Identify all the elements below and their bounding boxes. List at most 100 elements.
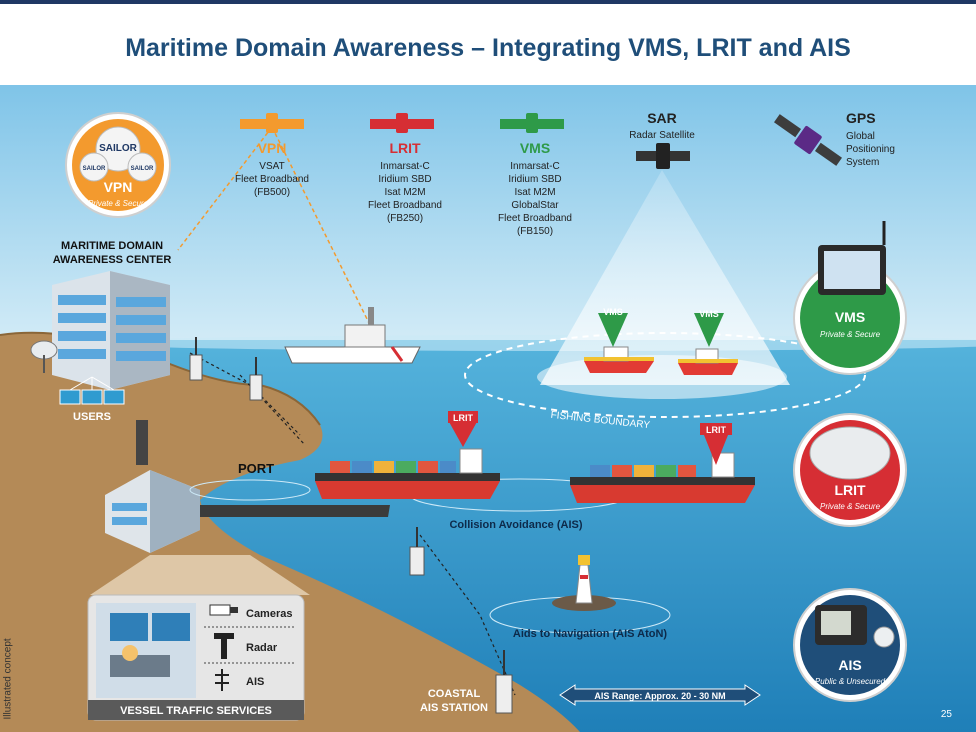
ais-antenna-icon — [215, 669, 229, 691]
mda-diagram: VPN VSAT Fleet Broadband (FB500) LRIT In… — [0, 85, 976, 732]
lrit-badge-label: LRIT — [834, 482, 866, 498]
cargo-ship — [315, 448, 500, 499]
lrit-sat-detail: Isat M2M — [384, 187, 425, 198]
radio-tower-icon — [189, 337, 203, 381]
awareness-center-label: MARITIME DOMAIN — [61, 240, 163, 252]
lrit-satellite-icon — [370, 113, 434, 133]
coast-guard-ship — [284, 307, 421, 364]
vms-sat-detail: Iridium SBD — [508, 174, 561, 185]
lighthouse-icon — [552, 555, 616, 611]
pier — [200, 505, 390, 517]
vms-pin — [598, 313, 628, 347]
awareness-center-building — [52, 271, 170, 390]
lrit-sat-detail: Iridium SBD — [378, 174, 431, 185]
ais-range-label: AIS Range: Approx. 20 - 30 NM — [594, 691, 725, 701]
vts-projection — [90, 555, 310, 595]
vms-tag: VMS — [699, 309, 719, 319]
vms-sat-detail: Inmarsat-C — [510, 161, 559, 172]
radar-label: Radar — [246, 642, 278, 654]
gps-detail: Global — [846, 131, 875, 142]
vms-pin — [694, 313, 724, 347]
link-line — [239, 374, 306, 446]
ais-label: AIS — [246, 676, 264, 688]
vms-sat-detail: GlobalStar — [511, 200, 559, 211]
vpn-link — [271, 126, 371, 326]
lrit-badge — [793, 413, 907, 527]
vpn-badge-brand-small: SAILOR — [131, 166, 154, 172]
vpn-link — [177, 126, 273, 251]
radio-tower-icon — [249, 357, 263, 401]
ais-range-arrow — [559, 684, 761, 706]
side-note: Illustrated concept — [2, 638, 14, 720]
port-label: PORT — [238, 461, 274, 476]
vms-badge — [793, 221, 907, 375]
radio-tower-icon — [495, 650, 513, 714]
page-number: 25 — [940, 709, 952, 720]
radar-icon — [214, 633, 234, 659]
cargo-ship — [570, 452, 755, 503]
lrit-tag-box — [448, 411, 478, 423]
vms-sat-detail: Fleet Broadband — [498, 213, 572, 224]
vts-panel — [87, 594, 305, 721]
vpn-badge-arc: Private & Secure — [88, 199, 149, 208]
lrit-sat-name: LRIT — [389, 140, 421, 156]
vms-sat-name: VMS — [520, 140, 550, 156]
vpn-satellite-icon — [240, 113, 304, 133]
vpn-badge-brand-small: SAILOR — [83, 166, 106, 172]
vpn-badge — [65, 112, 171, 218]
vms-badge-label: VMS — [835, 309, 865, 325]
coastal-station-label: AIS STATION — [420, 702, 488, 714]
vts-label: VESSEL TRAFFIC SERVICES — [120, 705, 272, 717]
fishing-vessel — [584, 346, 654, 373]
page-title: Maritime Domain Awareness – Integrating … — [125, 34, 851, 62]
fishing-vessel — [678, 348, 738, 375]
fishing-boundary-line — [464, 332, 866, 418]
vpn-sat-name: VPN — [258, 140, 287, 156]
vms-badge-arc: Private & Secure — [820, 330, 881, 339]
lrit-sat-detail: (FB250) — [387, 213, 423, 224]
vms-satellite-icon — [500, 113, 564, 133]
radio-tower-icon — [409, 527, 425, 576]
vpn-badge-brand: SAILOR — [99, 143, 138, 154]
ais-badge-label: AIS — [838, 657, 861, 673]
users-monitors-icon — [59, 376, 125, 405]
side-note-wrap: Illustrated concept — [2, 620, 14, 720]
users-label: USERS — [73, 411, 111, 423]
gps-satellite-icon — [774, 114, 842, 166]
lrit-cone — [448, 420, 478, 447]
lrit-tag: LRIT — [706, 425, 726, 435]
satellite-dish-icon — [30, 340, 58, 373]
sar-name: SAR — [647, 110, 677, 126]
ais-badge-arc: Public & Unsecured — [815, 677, 886, 686]
cameras-label: Cameras — [246, 608, 292, 620]
collision-label: Collision Avoidance (AIS) — [449, 519, 582, 531]
vpn-sat-detail: Fleet Broadband — [235, 174, 309, 185]
vms-tag: VMS — [603, 307, 623, 317]
gps-detail: System — [846, 157, 879, 168]
lrit-badge-arc: Private & Secure — [820, 502, 881, 511]
vts-label-bar — [88, 700, 304, 720]
coastal-station-label: COASTAL — [428, 688, 481, 700]
awareness-center-label: AWARENESS CENTER — [53, 254, 172, 266]
ais-badge — [793, 588, 907, 702]
lrit-tag: LRIT — [453, 413, 473, 423]
sar-satellite-icon — [636, 143, 690, 169]
sar-sub: Radar Satellite — [629, 130, 695, 141]
gps-name: GPS — [846, 110, 876, 126]
vpn-badge-label: VPN — [104, 179, 133, 195]
lrit-sat-detail: Inmarsat-C — [380, 161, 429, 172]
sar-footprint — [537, 355, 787, 399]
camera-icon — [209, 604, 238, 616]
port-ripple — [189, 479, 311, 501]
lrit-sat-detail: Fleet Broadband — [368, 200, 442, 211]
aids-label: Aids to Navigation (AIS AtoN) — [513, 628, 668, 640]
vpn-sat-detail: VSAT — [259, 161, 284, 172]
vpn-sat-detail: (FB500) — [254, 187, 290, 198]
illustration: VPN VSAT Fleet Broadband (FB500) LRIT In… — [0, 85, 976, 732]
vms-sat-detail: Isat M2M — [514, 187, 555, 198]
top-rule — [0, 0, 976, 4]
port-building — [105, 420, 200, 553]
vms-sat-detail: (FB150) — [517, 226, 553, 237]
gps-detail: Positioning — [846, 144, 895, 155]
sar-beam — [540, 170, 790, 385]
